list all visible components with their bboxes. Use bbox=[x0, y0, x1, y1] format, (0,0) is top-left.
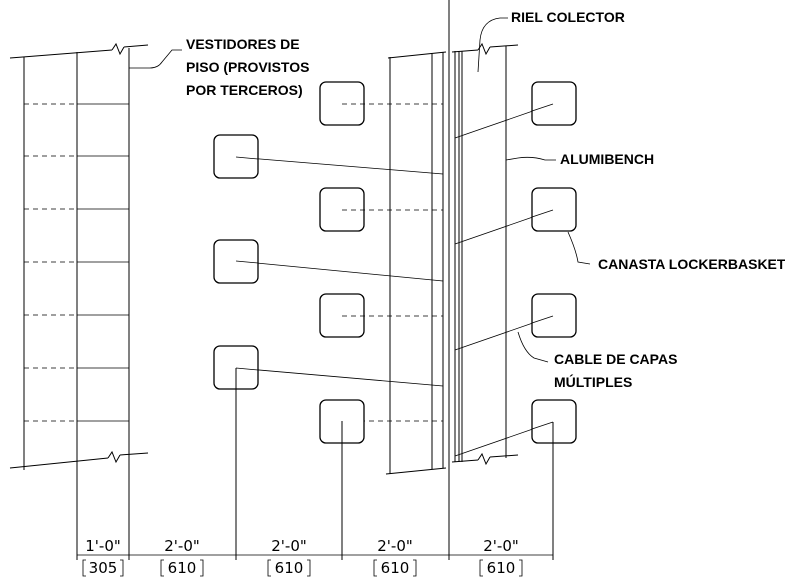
multi-layer-cables bbox=[235, 103, 554, 457]
basket bbox=[531, 399, 577, 444]
dimension-metric: 610 bbox=[487, 559, 516, 577]
label-floor-lockers-line3: POR TERCEROS) bbox=[186, 82, 303, 98]
label-lockerbasket: CANASTA LOCKERBASKET bbox=[598, 256, 785, 272]
dimension-metric: 305 bbox=[89, 559, 118, 577]
floor-lockers-block bbox=[9, 42, 149, 560]
label-multi-cable-line2: MÚLTIPLES bbox=[554, 373, 632, 390]
basket bbox=[319, 293, 365, 338]
basket bbox=[319, 81, 365, 126]
dimension-imperial: 2'-0" bbox=[164, 537, 200, 555]
label-floor-lockers-line2: PISO (PROVISTOS bbox=[186, 59, 309, 75]
dimension-metric: 610 bbox=[381, 559, 410, 577]
metric-brackets bbox=[82, 559, 523, 577]
dimension-imperial: 2'-0" bbox=[271, 537, 307, 555]
lockerbaskets bbox=[213, 81, 577, 444]
basket bbox=[531, 81, 577, 126]
basket bbox=[319, 187, 365, 232]
dimension-imperial: 1'-0" bbox=[85, 537, 121, 555]
basket bbox=[531, 187, 577, 232]
locker-dividers bbox=[24, 103, 129, 422]
dimension-imperial: 2'-0" bbox=[377, 537, 413, 555]
dimension-metric: 610 bbox=[275, 559, 304, 577]
dimension-metric: 610 bbox=[168, 559, 197, 577]
dimension-imperial: 2'-0" bbox=[483, 537, 519, 555]
label-collector-rail: RIEL COLECTOR bbox=[511, 9, 625, 25]
dimension-extension-lines bbox=[77, 368, 554, 560]
basket bbox=[213, 239, 259, 284]
alumibench-block bbox=[385, 0, 519, 560]
label-multi-cable-line1: CABLE DE CAPAS bbox=[554, 351, 677, 367]
basket bbox=[213, 134, 259, 179]
basket bbox=[531, 293, 577, 338]
label-floor-lockers-line1: VESTIDORES DE bbox=[186, 36, 300, 52]
label-alumibench: ALUMIBENCH bbox=[560, 151, 654, 167]
leader-lines bbox=[129, 17, 591, 363]
dimension-row: 1'-0" 305 2'-0" 610 2'-0" 610 2'-0" 610 … bbox=[85, 537, 519, 577]
